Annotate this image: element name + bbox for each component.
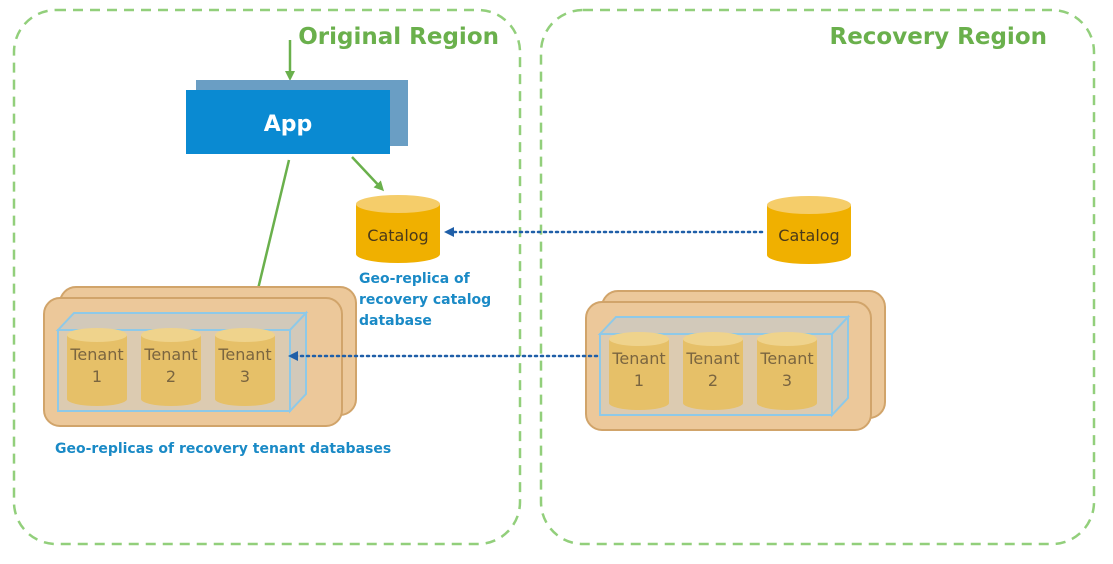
tenant-number-label: 1 [634, 371, 644, 390]
tenant-name-label: Tenant [685, 349, 739, 368]
tenant-replicas-caption: Geo-replicas of recovery tenant database… [55, 441, 391, 457]
tenant-number-label: 1 [92, 367, 102, 386]
tenant-cylinder-body [141, 335, 201, 406]
recovery-catalog-body [767, 205, 851, 264]
original-region-box [12, 8, 522, 546]
tenant-name-label: Tenant [611, 349, 665, 368]
tenant-database: Tenant 1 [609, 332, 669, 410]
original-catalog-label: Catalog [367, 226, 428, 245]
original-pool-box-side [289, 310, 307, 414]
catalog-caption-line-3: database [359, 313, 432, 329]
tenant-cylinder-body [609, 339, 669, 410]
recovery-region-title: Recovery Region [829, 24, 1047, 50]
tenant-database: Tenant 3 [215, 328, 275, 406]
tenant-number-label: 3 [240, 367, 250, 386]
recovery-region-box [539, 8, 1096, 546]
recovery-pool-box-top [597, 316, 851, 335]
original-region-title: Original Region [298, 24, 499, 50]
tenant-database: Tenant 2 [683, 332, 743, 410]
original-pool-box-top [55, 312, 309, 331]
recovery-tenant-pool: Tenant 1 Tenant 2 Tenant 3 [585, 290, 886, 431]
tenant-name-label: Tenant [143, 345, 197, 364]
tenant-cylinder-top [67, 328, 127, 342]
app-box [186, 90, 390, 154]
recovery-tenant-group: Tenant 1 Tenant 2 Tenant 3 [609, 332, 817, 410]
tenant-cylinder-top [141, 328, 201, 342]
tenant-cylinder-body [67, 335, 127, 406]
tenant-cylinder-top [757, 332, 817, 346]
recovery-catalog-database: Catalog [767, 196, 851, 264]
tenant-database: Tenant 2 [141, 328, 201, 406]
app-node: App [186, 80, 408, 154]
tenant-name-label: Tenant [69, 345, 123, 364]
tenant-name-label: Tenant [217, 345, 271, 364]
original-catalog-body [356, 204, 440, 263]
catalog-replica-caption: Geo-replica of recovery catalog database [359, 271, 496, 329]
tenant-name-label: Tenant [759, 349, 813, 368]
recovery-catalog-label: Catalog [778, 226, 839, 245]
original-tenant-group: Tenant 1 Tenant 2 Tenant 3 [67, 328, 275, 406]
original-catalog-top [356, 195, 440, 213]
tenant-number-label: 2 [708, 371, 718, 390]
tenant-cylinder-top [215, 328, 275, 342]
catalog-caption-line-1: Geo-replica of [359, 271, 471, 287]
recovery-catalog-top [767, 196, 851, 214]
tenant-cylinder-body [215, 335, 275, 406]
original-tenant-pool: Tenant 1 Tenant 2 Tenant 3 [43, 286, 357, 427]
tenant-number-label: 3 [782, 371, 792, 390]
tenant-cylinder-top [609, 332, 669, 346]
original-catalog-database: Catalog [356, 195, 440, 263]
tenant-number-label: 2 [166, 367, 176, 386]
tenant-cylinder-body [683, 339, 743, 410]
app-to-catalog-arrow [351, 156, 385, 192]
app-label: App [264, 112, 313, 137]
tenant-cylinder-top [683, 332, 743, 346]
tenant-database: Tenant 3 [757, 332, 817, 410]
tenant-cylinder-body [757, 339, 817, 410]
catalog-caption-line-2: recovery catalog [359, 292, 491, 308]
tenant-database: Tenant 1 [67, 328, 127, 406]
recovery-pool-box-side [831, 314, 849, 418]
